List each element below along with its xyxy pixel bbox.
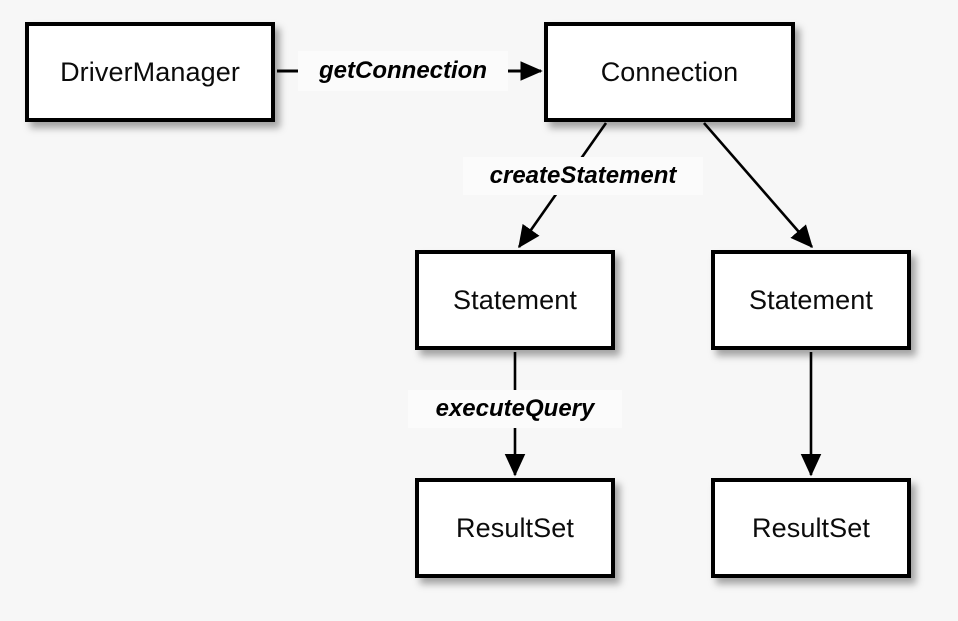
node-label-resultset-right: ResultSet bbox=[752, 512, 870, 543]
node-connection[interactable]: Connection bbox=[544, 22, 795, 122]
node-resultset-left[interactable]: ResultSet bbox=[415, 478, 615, 578]
edge-label-get-connection-text: getConnection bbox=[319, 57, 487, 84]
edge-label-execute-query: executeQuery bbox=[408, 390, 622, 428]
edge-label-execute-query-text: executeQuery bbox=[435, 395, 595, 422]
node-resultset-right[interactable]: ResultSet bbox=[711, 478, 911, 578]
node-driver-manager[interactable]: DriverManager bbox=[25, 22, 275, 122]
edge-create-statement-right bbox=[703, 122, 813, 249]
edge-label-create-statement-text: createStatement bbox=[489, 162, 677, 189]
node-statement-right[interactable]: Statement bbox=[711, 250, 911, 350]
edge-create-statement-right-line bbox=[703, 122, 813, 249]
node-label-resultset-left: ResultSet bbox=[456, 512, 574, 543]
edge-label-get-connection: getConnection bbox=[298, 51, 508, 91]
node-label-statement-left: Statement bbox=[453, 284, 577, 315]
edge-label-create-statement: createStatement bbox=[463, 157, 703, 195]
node-label-statement-right: Statement bbox=[749, 284, 873, 315]
node-statement-left[interactable]: Statement bbox=[415, 250, 615, 350]
node-label-driver-manager: DriverManager bbox=[60, 56, 240, 87]
node-label-connection: Connection bbox=[600, 56, 739, 87]
